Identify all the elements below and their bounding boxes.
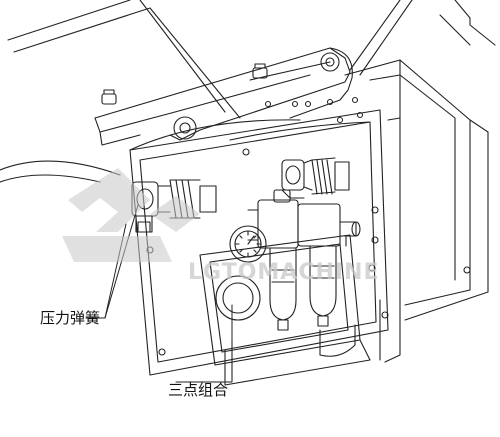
frl-unit-label: 三点组合 [168,381,229,399]
pressure-spring-label: 压力弹簧 [40,309,101,327]
back-plate [129,109,389,376]
arm-bolts [101,63,364,124]
watermark-text: LGTOMACHINE [188,260,380,285]
frl-unit [229,189,361,331]
lower-block [199,234,371,386]
upper-arm [94,47,353,146]
outer-frame [0,0,496,183]
watermark-logo-mark [62,168,200,262]
right-spring [281,157,350,199]
right-housing [344,59,489,363]
